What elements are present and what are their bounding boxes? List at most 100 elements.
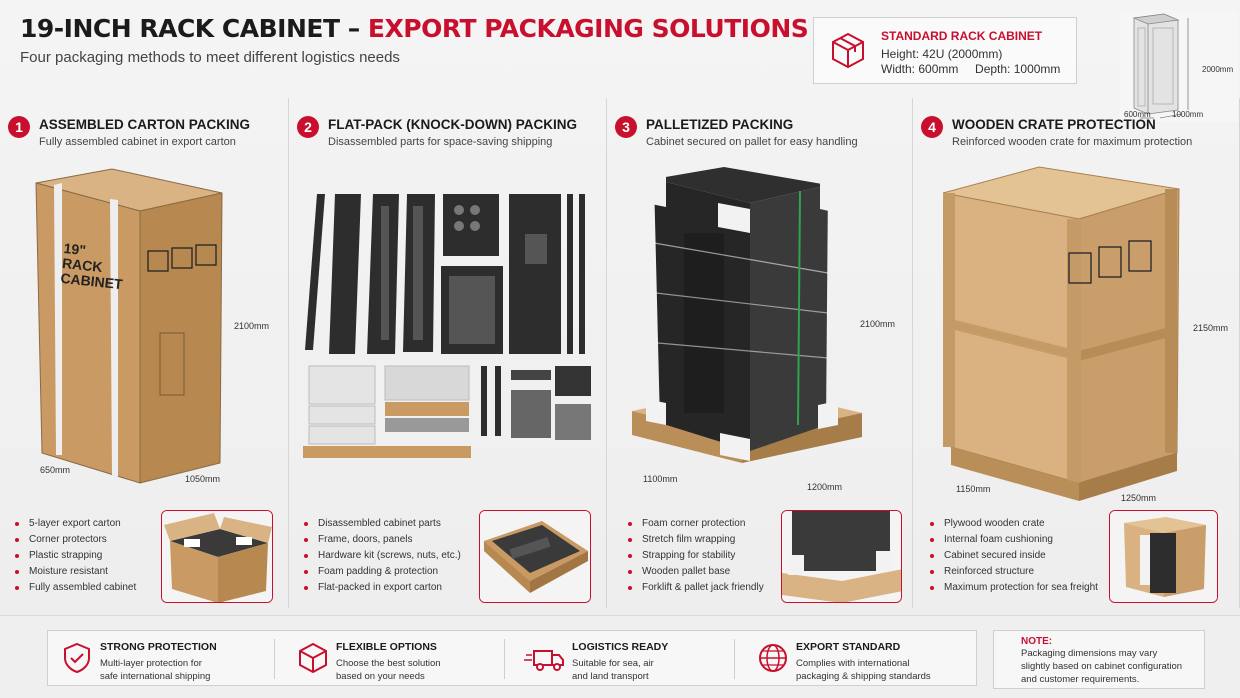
globe-icon [759,644,787,672]
feature-list: 5-layer export carton Corner protectors … [15,516,136,596]
feature-desc-line: safe international shipping [100,671,211,682]
note-box: NOTE: Packaging dimensions may vary sligh… [993,630,1205,689]
list-item: Stretch film wrapping [628,532,764,548]
pallet-detail-thumbnail [781,510,902,603]
wooden-crate-illustration [943,166,1180,501]
dim-height: 2150mm [1193,323,1229,333]
feature-list: Foam corner protection Stretch film wrap… [628,516,764,596]
panel-subtitle: Fully assembled cabinet in export carton [39,136,236,148]
flatpack-box-illustration [480,511,590,602]
feature-desc-line: and land transport [572,671,649,682]
panel-subtitle: Disassembled parts for space-saving ship… [328,136,553,148]
list-item: Plywood wooden crate [930,516,1098,532]
step-number: 3 [615,116,637,138]
feature-desc: Multi-layer protection for safe internati… [100,657,250,683]
open-crate-illustration [1110,511,1217,602]
crate-detail-thumbnail [1109,510,1218,603]
note-line: slightly based on cabinet configuration [1021,661,1183,672]
spec-title: STANDARD RACK CABINET [881,29,1043,43]
feature-desc: Complies with international packaging & s… [796,657,972,683]
spec-height: Height: 42U (2000mm) [881,47,1003,61]
list-item: Foam padding & protection [304,564,461,580]
cube-icon [832,32,864,69]
list-item: 5-layer export carton [15,516,136,532]
panel-carton: 1 ASSEMBLED CARTON PACKING Fully assembl… [0,98,289,608]
list-item: Wooden pallet base [628,564,764,580]
spec-cabinet-image: 2000mm 600mm 1000mm [1120,10,1238,122]
list-item: Internal foam cushioning [930,532,1098,548]
feature-desc-line: packaging & shipping standards [796,671,931,682]
carton-detail-thumbnail [161,510,273,603]
spec-box: STANDARD RACK CABINET Height: 42U (2000m… [813,17,1077,84]
feature-logistics-ready: LOGISTICS READY Suitable for sea, air and… [514,631,734,687]
page-title: 19-INCH RACK CABINET – EXPORT PACKAGING … [20,14,809,43]
page-title-main: 19-INCH RACK CABINET – [20,14,368,43]
panel-crate: 4 WOODEN CRATE PROTECTION Reinforced woo… [913,98,1240,608]
feature-list: Disassembled cabinet parts Frame, doors,… [304,516,461,596]
divider [274,639,275,679]
feature-list: Plywood wooden crate Internal foam cushi… [930,516,1098,596]
panel-title: PALLETIZED PACKING [646,117,794,132]
panel-palletized: 3 PALLETIZED PACKING Cabinet secured on … [607,98,913,608]
list-item: Frame, doors, panels [304,532,461,548]
dim-height: 2100mm [234,321,270,331]
palletized-cabinet-illustration [632,167,862,463]
feature-title: FLEXIBLE OPTIONS [336,641,437,653]
list-item: Cabinet secured inside [930,548,1098,564]
panel-title: ASSEMBLED CARTON PACKING [39,117,251,132]
list-item: Foam corner protection [628,516,764,532]
step-number: 2 [297,116,319,138]
cabinet-wireframe-illustration [1120,10,1238,122]
feature-desc-line: Complies with international [796,658,910,669]
feature-strong-protection: STRONG PROTECTION Multi-layer protection… [48,631,274,687]
list-item: Plastic strapping [15,548,136,564]
header: 19-INCH RACK CABINET – EXPORT PACKAGING … [20,14,809,66]
list-item: Disassembled cabinet parts [304,516,461,532]
list-item: Fully assembled cabinet [15,580,136,596]
pallet-corner-illustration [782,511,901,602]
shield-check-icon [64,642,90,674]
feature-desc-line: Multi-layer protection for [100,658,202,669]
page-subtitle: Four packaging methods to meet different… [20,49,400,66]
list-item: Forklift & pallet jack friendly [628,580,764,596]
list-item: Moisture resistant [15,564,136,580]
truck-icon [524,650,564,671]
dim-depth: 1200mm [807,482,843,492]
dim-width: 1150mm [956,484,991,494]
carton-box-illustration [35,168,223,484]
feature-strip: STRONG PROTECTION Multi-layer protection… [47,630,977,686]
dim-width: 650mm [40,465,71,475]
divider [504,639,505,679]
panel-flatpack: 2 FLAT-PACK (KNOCK-DOWN) PACKING Disasse… [289,98,607,608]
panel-subtitle: Reinforced wooden crate for maximum prot… [952,136,1193,148]
panel-title: WOODEN CRATE PROTECTION [952,117,1156,132]
list-item: Reinforced structure [930,564,1098,580]
feature-title: STRONG PROTECTION [100,641,217,653]
feature-desc-line: Suitable for sea, air [572,658,654,669]
note-title: NOTE: [1021,636,1053,647]
dim-depth: 1050mm [185,474,221,484]
feature-desc-line: based on your needs [336,671,425,682]
feature-export-standard: EXPORT STANDARD Complies with internatio… [744,631,976,687]
disassembled-parts-illustration [303,194,591,458]
note-line: Packaging dimensions may vary [1021,648,1158,659]
step-number: 4 [921,116,943,138]
note-text: Packaging dimensions may vary slightly ba… [1021,647,1201,686]
feature-desc: Suitable for sea, air and land transport [572,657,722,683]
feature-title: LOGISTICS READY [572,641,669,653]
dim-height: 2100mm [860,319,896,329]
list-item: Strapping for stability [628,548,764,564]
dim-depth: 1250mm [1121,493,1157,503]
spec-dim-height: 2000mm [1202,65,1234,74]
box-icon [299,642,327,674]
feature-desc: Choose the best solution based on your ne… [336,657,486,683]
list-item: Corner protectors [15,532,136,548]
carton-label: 19" RACK CABINET [59,239,124,293]
panel-title: FLAT-PACK (KNOCK-DOWN) PACKING [328,117,577,132]
list-item: Hardware kit (screws, nuts, etc.) [304,548,461,564]
page-title-accent: EXPORT PACKAGING SOLUTIONS [367,14,809,43]
feature-title: EXPORT STANDARD [796,641,901,653]
list-item: Flat-packed in export carton [304,580,461,596]
divider [734,639,735,679]
feature-desc-line: Choose the best solution [336,658,441,669]
